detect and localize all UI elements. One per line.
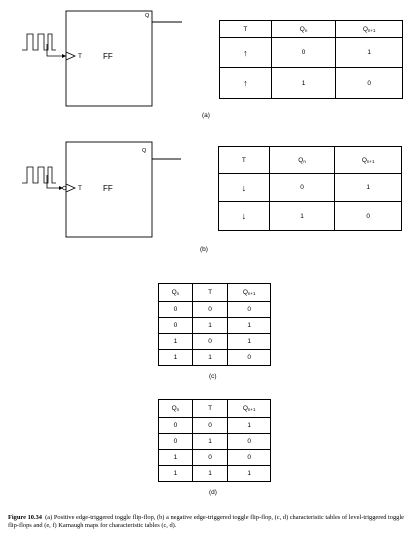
header-qn1: Qn+1 (335, 20, 403, 38)
cell-qn: 1 (158, 465, 193, 482)
characteristic-table-b: T Qn Qn+1 ↓ 0 1 ↓ 1 0 (218, 146, 402, 231)
falling-edge-arrow: ↓ (218, 173, 270, 202)
ff-label-b: FF (103, 184, 113, 193)
cell-qn1: 1 (227, 333, 271, 350)
rising-edge-arrow: ↑ (219, 37, 272, 68)
table-row: 0 0 0 (158, 301, 271, 318)
cell-qn: 1 (270, 67, 337, 99)
header-t: T (218, 146, 270, 174)
cell-t: 0 (191, 417, 229, 434)
table-row: ↓ 0 1 (218, 173, 402, 202)
table-row: 1 1 1 (158, 465, 271, 482)
cell-qn: 0 (268, 173, 336, 202)
t-pin-label-b: T (78, 185, 82, 192)
characteristic-table-a: T Qn Qn+1 ↑ 0 1 ↑ 1 0 (219, 20, 403, 99)
cell-t: 0 (191, 333, 229, 350)
cell-t: 1 (191, 317, 229, 334)
table-row: 0 0 1 (158, 417, 271, 434)
falling-edge-arrow: ↓ (218, 201, 270, 231)
figure-label-b: (b) (200, 246, 208, 253)
header-qn1: Qn+1 (334, 146, 402, 174)
header-qn1: Qn+1 (227, 283, 271, 302)
cell-qn: 1 (158, 449, 193, 466)
clock-waveform-a (22, 33, 56, 51)
cell-t: 0 (191, 301, 229, 318)
figure-label-c: (c) (209, 373, 217, 380)
characteristic-table-d: Qn T Qn+1 0 0 1 0 1 0 1 0 0 1 1 1 (158, 399, 271, 482)
flip-flop-a (22, 10, 182, 107)
input-arrow-a (62, 54, 66, 58)
q-pin-label-b: Q (142, 148, 147, 154)
figure-number: Figure 10.34 (8, 514, 42, 521)
header-t: T (191, 399, 229, 418)
cell-qn: 1 (158, 349, 193, 366)
header-qn1: Qn+1 (227, 399, 271, 418)
flip-flop-b (22, 141, 181, 238)
cell-t: 1 (191, 465, 229, 482)
cell-qn: 0 (270, 37, 337, 68)
ff-box-b (65, 141, 153, 238)
cell-qn1: 1 (227, 417, 271, 434)
cell-t: 0 (191, 449, 229, 466)
cell-qn1: 0 (227, 349, 271, 366)
cell-qn1: 1 (227, 317, 271, 334)
header-qn: Qn (270, 20, 337, 38)
table-row: ↓ 1 0 (218, 201, 402, 231)
header-qn: Qn (158, 399, 193, 418)
cell-qn: 0 (158, 317, 193, 334)
input-arrow-b (59, 186, 63, 190)
header-qn: Qn (158, 283, 193, 302)
cell-qn1: 0 (227, 449, 271, 466)
cell-qn1: 0 (334, 201, 402, 231)
q-pin-label-a: Q (145, 13, 150, 19)
cell-qn1: 0 (227, 301, 271, 318)
rising-edge-arrow: ↑ (219, 67, 272, 99)
figure-label-d: (d) (209, 489, 217, 496)
clock-waveform-b (22, 166, 56, 184)
header-t: T (219, 20, 272, 38)
cell-qn1: 1 (335, 37, 403, 68)
clock-triangle-b (65, 183, 76, 193)
cell-qn1: 0 (335, 67, 403, 99)
cell-qn: 0 (158, 433, 193, 450)
ff-box-a (65, 10, 153, 107)
table-row: 1 0 0 (158, 449, 271, 466)
cell-qn: 1 (158, 333, 193, 350)
input-wire-a (46, 44, 66, 57)
cell-qn: 0 (158, 301, 193, 318)
table-row: 1 0 1 (158, 333, 271, 350)
cell-qn1: 1 (334, 173, 402, 202)
characteristic-table-c: Qn T Qn+1 0 0 0 0 1 1 1 0 1 1 1 0 (158, 283, 271, 366)
cell-t: 1 (191, 349, 229, 366)
table-row: 0 1 0 (158, 433, 271, 450)
figure-caption: Figure 10.34 (a) Positive edge-triggered… (8, 514, 408, 530)
ff-label-a: FF (103, 52, 113, 61)
header-t: T (191, 283, 229, 302)
figure-label-a: (a) (202, 112, 210, 119)
header-qn: Qn (268, 146, 336, 174)
table-row: ↑ 1 0 (219, 67, 403, 99)
t-pin-label-a: T (78, 53, 82, 60)
cell-qn1: 0 (227, 433, 271, 450)
cell-qn: 1 (268, 201, 336, 231)
table-row: 1 1 0 (158, 349, 271, 366)
table-row: 0 1 1 (158, 317, 271, 334)
cell-qn: 0 (158, 417, 193, 434)
input-wire-b (46, 175, 63, 189)
caption-text: (a) Positive edge-triggered toggle flip-… (8, 514, 404, 529)
clock-triangle-a (65, 51, 76, 61)
cell-qn1: 1 (227, 465, 271, 482)
table-row: ↑ 0 1 (219, 37, 403, 68)
cell-t: 1 (191, 433, 229, 450)
